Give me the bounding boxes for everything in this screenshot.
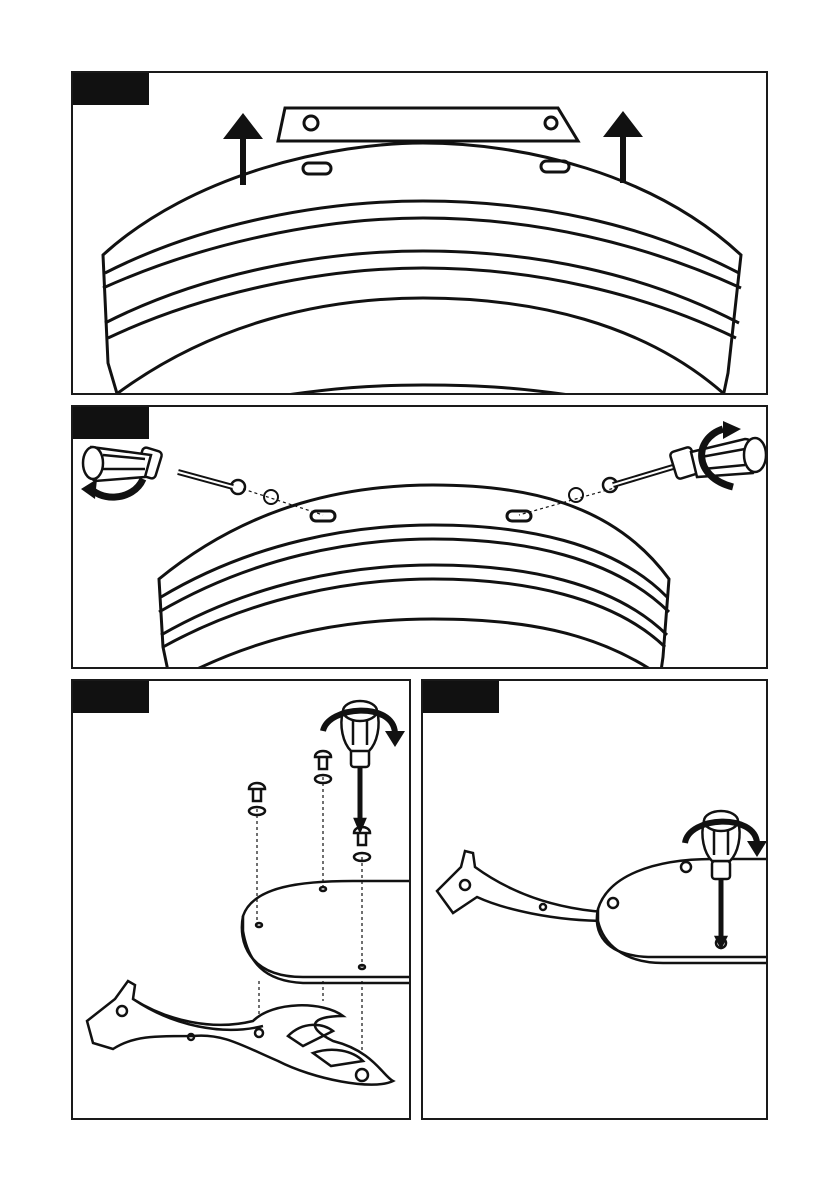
step-1-panel <box>71 71 768 395</box>
screwdriver-icon <box>341 701 378 831</box>
up-arrow-icon-right <box>603 111 643 137</box>
screw-icon-left <box>231 480 245 494</box>
step-2-panel <box>71 405 768 669</box>
step-1-illustration <box>73 73 768 395</box>
mounting-plate <box>597 859 768 957</box>
fan-bracket <box>87 981 393 1085</box>
step-4-panel <box>421 679 768 1120</box>
step-4-illustration <box>423 681 768 1120</box>
screwdriver-icon-left <box>83 447 233 487</box>
step-3-illustration <box>73 681 411 1120</box>
lock-washer-icon-right <box>569 488 583 502</box>
screwdriver-icon-right <box>613 438 766 485</box>
mounting-bracket <box>278 108 578 141</box>
step-2-illustration <box>73 407 768 669</box>
step-3-panel <box>71 679 411 1120</box>
screw-icon-3 <box>354 827 370 861</box>
up-arrow-icon-left <box>223 113 263 139</box>
mounting-plate <box>242 881 411 977</box>
fan-bracket <box>437 851 613 921</box>
